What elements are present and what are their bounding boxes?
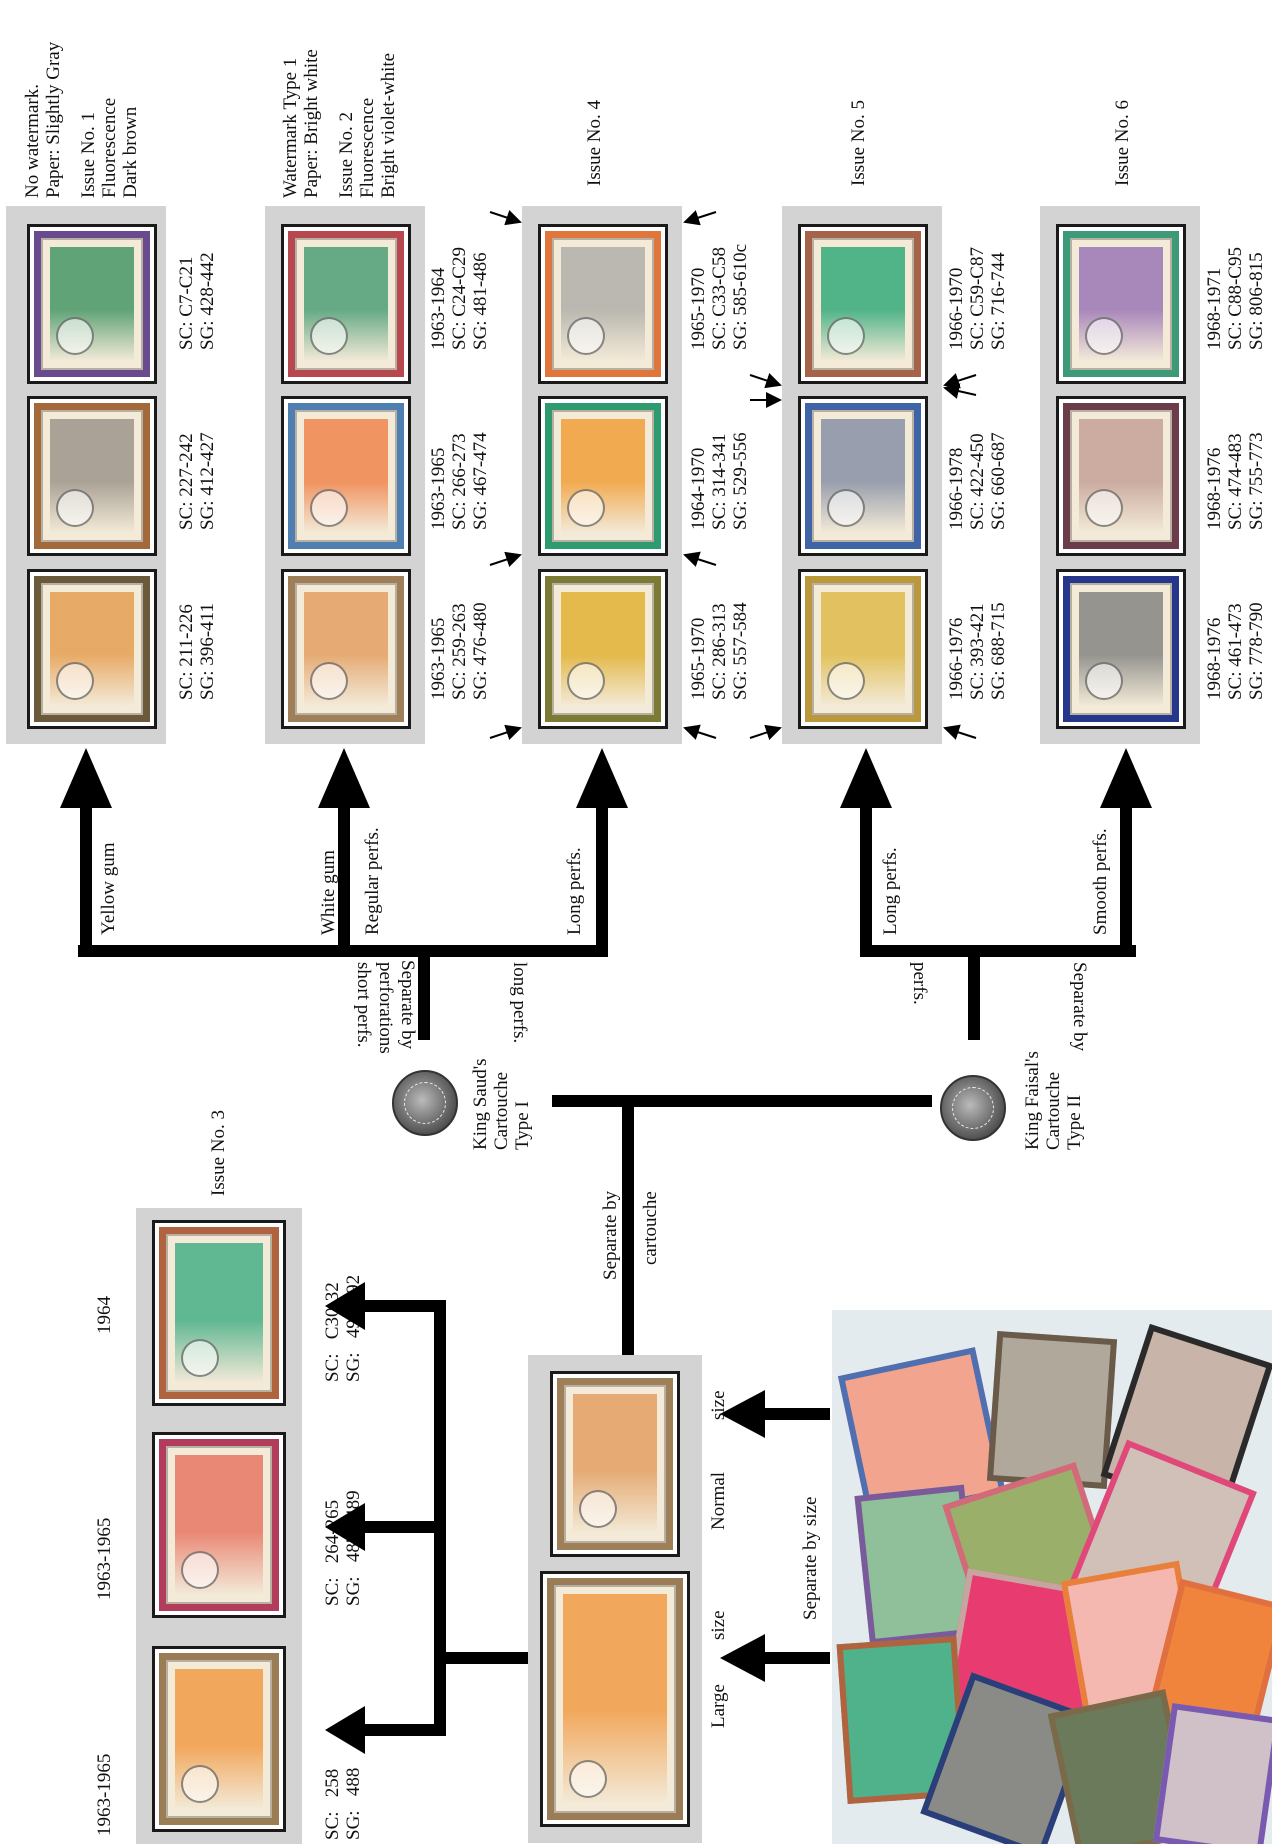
- size-bar-large: [760, 1652, 830, 1664]
- label-large-size: size: [708, 1610, 729, 1640]
- label-normal: Normal: [708, 1472, 729, 1530]
- large-size-stamp: [540, 1571, 690, 1827]
- label-separate-by-size: Separate by size: [800, 1497, 821, 1620]
- size-bar-normal: [760, 1408, 830, 1420]
- size-panel: [528, 1355, 702, 1843]
- label-normal-size: size: [708, 1390, 729, 1420]
- loose-stamps-photo: [832, 1310, 1272, 1844]
- normal-size-stamp: [550, 1371, 680, 1557]
- label-large: Large: [708, 1684, 729, 1728]
